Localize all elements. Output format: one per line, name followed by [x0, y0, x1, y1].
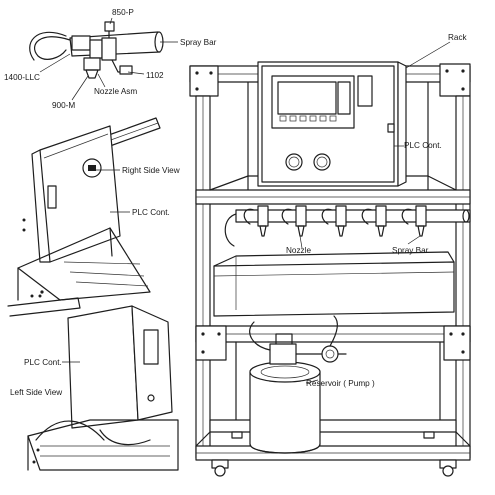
nozzle-unit-4 — [361, 205, 387, 237]
label-reservoir: Reservoir ( Pump ) — [306, 379, 375, 388]
callout-labels: 850-P Spray Bar 1400-LLC 1102 Nozzle Asm… — [4, 8, 468, 397]
plc-controller-cabinet — [257, 61, 407, 187]
label-nozzle-asm: Nozzle Asm — [94, 87, 137, 96]
nozzle-unit-5 — [401, 205, 427, 237]
nozzle-assembly-leaders — [39, 17, 178, 101]
label-plc-right-view: PLC Cont. — [132, 208, 170, 217]
right-side-view-sketch — [17, 117, 161, 301]
label-right-side-view: Right Side View — [122, 166, 180, 175]
label-spray-bar-detail: Spray Bar — [180, 38, 217, 47]
spray-bar-assembly — [224, 205, 471, 247]
label-900m: 900-M — [52, 101, 75, 110]
nozzle-unit-3 — [321, 205, 347, 237]
label-spray-bar-main: Spray Bar — [392, 246, 429, 255]
label-1400llc: 1400-LLC — [4, 73, 40, 82]
label-nozzle: Nozzle — [286, 246, 311, 255]
reservoir-pump — [249, 315, 347, 454]
nozzle-unit-2 — [281, 205, 307, 237]
left-side-view-sketch — [7, 294, 179, 471]
label-1102: 1102 — [146, 71, 164, 80]
right-side-view-leaders — [96, 169, 130, 213]
label-rack: Rack — [448, 33, 468, 42]
nozzle-unit-1 — [243, 205, 269, 237]
nozzle-assembly-detail — [29, 21, 164, 79]
label-plc-main: PLC Cont. — [404, 141, 442, 150]
main-diagram-leaders — [299, 41, 451, 384]
label-plc-left-view: PLC Cont. — [24, 358, 62, 367]
collection-tray — [213, 251, 455, 317]
label-left-side-view: Left Side View — [10, 388, 62, 397]
label-850p: 850-P — [112, 8, 134, 17]
